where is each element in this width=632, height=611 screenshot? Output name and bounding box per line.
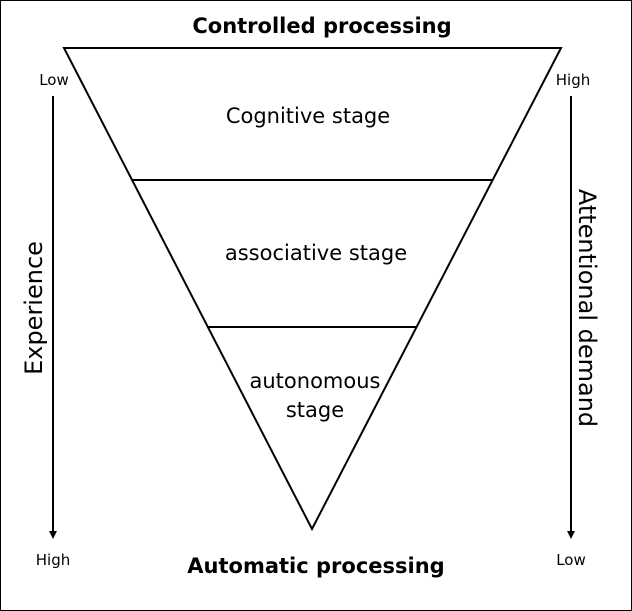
associative-stage-label: associative stage: [225, 241, 407, 265]
left-axis-top-label: Low: [39, 71, 69, 89]
autonomous-stage-label-line2: stage: [286, 398, 344, 422]
cognitive-stage-label: Cognitive stage: [226, 104, 390, 128]
top-title: Controlled processing: [192, 14, 451, 38]
left-axis-bottom-label: High: [36, 551, 70, 569]
right-axis-name: Attentional demand: [573, 189, 601, 427]
right-axis-top-label: High: [556, 71, 590, 89]
right-axis-bottom-label: Low: [556, 551, 586, 569]
left-axis-name: Experience: [20, 241, 48, 375]
autonomous-stage-label-line1: autonomous: [250, 369, 381, 393]
funnel-triangle: [62, 47, 563, 532]
bottom-title: Automatic processing: [187, 554, 444, 578]
